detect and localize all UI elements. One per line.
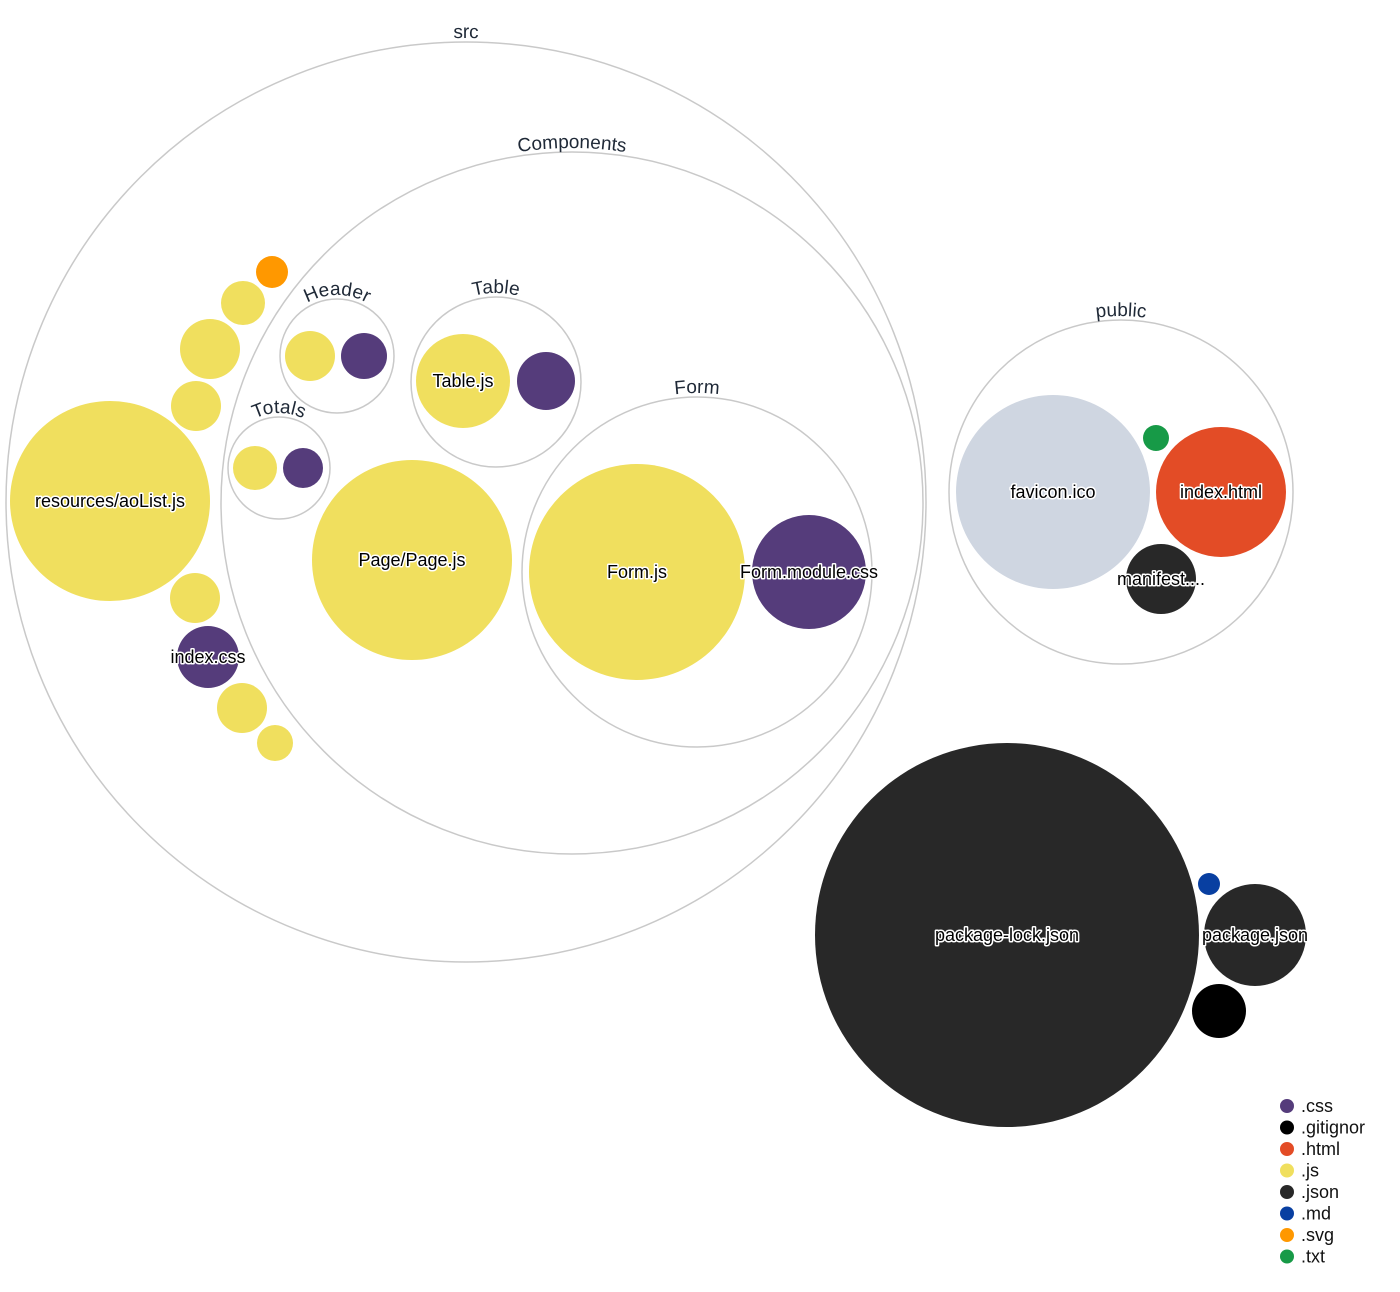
file-label-index-css: index.css <box>170 647 245 667</box>
folder-circle-header[interactable] <box>279 298 395 414</box>
file-circle-header-css[interactable] <box>341 333 387 379</box>
folder-circle-form[interactable] <box>521 396 873 748</box>
file-circle-package-lock[interactable] <box>815 743 1199 1127</box>
file-circle-totals-css[interactable] <box>283 448 323 488</box>
file-circle-table-js[interactable] <box>416 334 510 428</box>
folder-circle-components[interactable] <box>220 151 924 855</box>
legend-label-css: .css <box>1301 1096 1333 1116</box>
legend-label-svg: .svg <box>1301 1225 1334 1245</box>
legend-item-gitignor: .gitignor <box>1280 1118 1365 1138</box>
file-circle-page-js[interactable] <box>312 460 512 660</box>
legend-item-json: .json <box>1280 1182 1339 1202</box>
file-circle-form-js[interactable] <box>529 464 745 680</box>
legend-label-gitignor: .gitignor <box>1301 1118 1365 1138</box>
legend-item-html: .html <box>1280 1139 1340 1159</box>
file-label-index-html: index.html <box>1180 482 1262 502</box>
legend-swatch-css <box>1280 1099 1294 1113</box>
folder-label-src: src <box>453 22 479 43</box>
file-circle-src-js-4[interactable] <box>170 573 220 623</box>
legend-swatch-md <box>1280 1206 1294 1221</box>
file-circle-table-css[interactable] <box>517 352 575 410</box>
file-label-resources-aolist: resources/aoList.js <box>35 491 185 511</box>
file-circle-header-js[interactable] <box>285 331 335 381</box>
file-circle-favicon[interactable] <box>956 395 1150 589</box>
file-circle-package-json[interactable] <box>1204 884 1306 986</box>
folder-label-components: Components <box>516 132 628 157</box>
file-circle-totals-js[interactable] <box>233 446 277 490</box>
file-circle-index-css[interactable] <box>177 626 239 688</box>
folder-circle-public[interactable] <box>948 319 1294 665</box>
file-label-form-css: Form.module.css <box>740 562 878 582</box>
folder-circle-src[interactable] <box>5 41 927 963</box>
legend-item-md: .md <box>1280 1204 1331 1224</box>
folder-label-table: Table <box>470 277 521 301</box>
file-circle-src-js-5[interactable] <box>217 683 267 733</box>
file-circle-robots-txt[interactable] <box>1143 425 1169 451</box>
folder-circle-totals[interactable] <box>227 416 331 520</box>
legend-label-html: .html <box>1301 1139 1340 1159</box>
legend-label-json: .json <box>1301 1182 1339 1202</box>
legend-label-md: .md <box>1301 1204 1331 1224</box>
file-circle-src-js-1[interactable] <box>221 281 265 325</box>
folder-label-public: public <box>1094 300 1147 323</box>
file-circle-src-svg[interactable] <box>256 256 288 288</box>
file-label-favicon: favicon.ico <box>1010 482 1095 502</box>
file-label-page-js: Page/Page.js <box>358 550 465 570</box>
folder-label-form: Form <box>673 377 720 399</box>
file-circle-gitignore[interactable] <box>1192 984 1246 1038</box>
file-label-package-lock: package-lock.json <box>935 925 1079 945</box>
files-layer <box>10 256 1306 1127</box>
file-circle-src-js-3[interactable] <box>171 381 221 431</box>
legend-swatch-txt <box>1280 1249 1294 1264</box>
file-label-form-js: Form.js <box>607 562 667 582</box>
legend-swatch-html <box>1280 1142 1294 1156</box>
legend-swatch-svg <box>1280 1228 1294 1242</box>
file-circle-form-css[interactable] <box>752 515 866 629</box>
legend-label-txt: .txt <box>1301 1247 1325 1267</box>
legend: .css.gitignor.html .js.json.md.svg.txt <box>1280 1096 1365 1267</box>
file-circle-manifest[interactable] <box>1126 544 1196 614</box>
file-circle-readme-md[interactable] <box>1198 873 1220 895</box>
file-label-table-js: Table.js <box>432 371 493 391</box>
folder-label-totals: Totals <box>249 397 309 423</box>
file-circle-src-js-6[interactable] <box>257 725 293 761</box>
file-circle-src-js-2[interactable] <box>180 319 240 379</box>
legend-item-css: .css <box>1280 1096 1333 1116</box>
legend-item-js: .js <box>1280 1161 1319 1181</box>
file-circle-index-html[interactable] <box>1156 427 1286 557</box>
legend-item-svg: .svg <box>1280 1225 1334 1245</box>
legend-swatch-json <box>1280 1185 1294 1199</box>
file-labels-layer: resources/aoList.js index.css Table.jsPage… <box>33 370 1309 947</box>
file-label-manifest: manifest.... <box>1117 569 1205 589</box>
legend-swatch-js <box>1280 1163 1294 1178</box>
legend-label-js: .js <box>1301 1161 1319 1181</box>
legend-swatch-gitignor <box>1280 1120 1294 1135</box>
folder-label-header: Header <box>301 279 375 308</box>
file-label-package-json: package.json <box>1202 925 1308 945</box>
file-circle-resources-aolist[interactable] <box>10 401 210 601</box>
legend-item-txt: .txt <box>1280 1247 1325 1267</box>
folder-circle-table[interactable] <box>410 296 582 468</box>
